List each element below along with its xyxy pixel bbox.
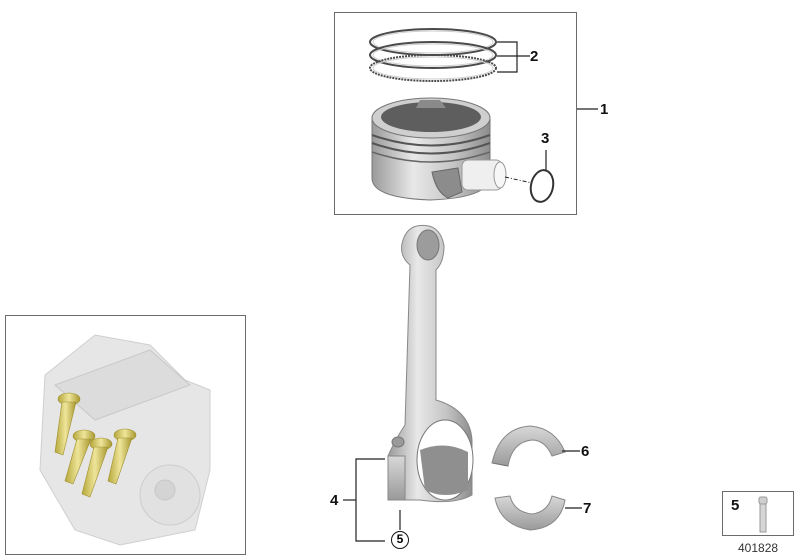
callout-7[interactable]: 7 — [583, 500, 592, 517]
piston-rings — [369, 28, 497, 82]
callout-1[interactable]: 1 — [600, 101, 609, 118]
circlip — [529, 169, 555, 203]
callout-5[interactable]: 5 — [391, 531, 409, 549]
leader-lines — [343, 41, 598, 542]
bolt-inset-frame — [722, 491, 794, 536]
part-number: 401828 — [738, 541, 779, 555]
connecting-rod — [387, 224, 474, 503]
bolt-inset-label: 5 — [731, 497, 740, 514]
engine-illustration — [39, 334, 211, 546]
callout-3[interactable]: 3 — [541, 130, 550, 147]
piston — [371, 97, 533, 201]
upper-bearing-shell — [491, 425, 566, 467]
callout-6[interactable]: 6 — [581, 443, 590, 460]
lower-bearing-shell — [494, 495, 566, 531]
callout-4[interactable]: 4 — [330, 492, 339, 509]
callout-2[interactable]: 2 — [530, 48, 539, 65]
bolt-illustration — [758, 496, 768, 533]
